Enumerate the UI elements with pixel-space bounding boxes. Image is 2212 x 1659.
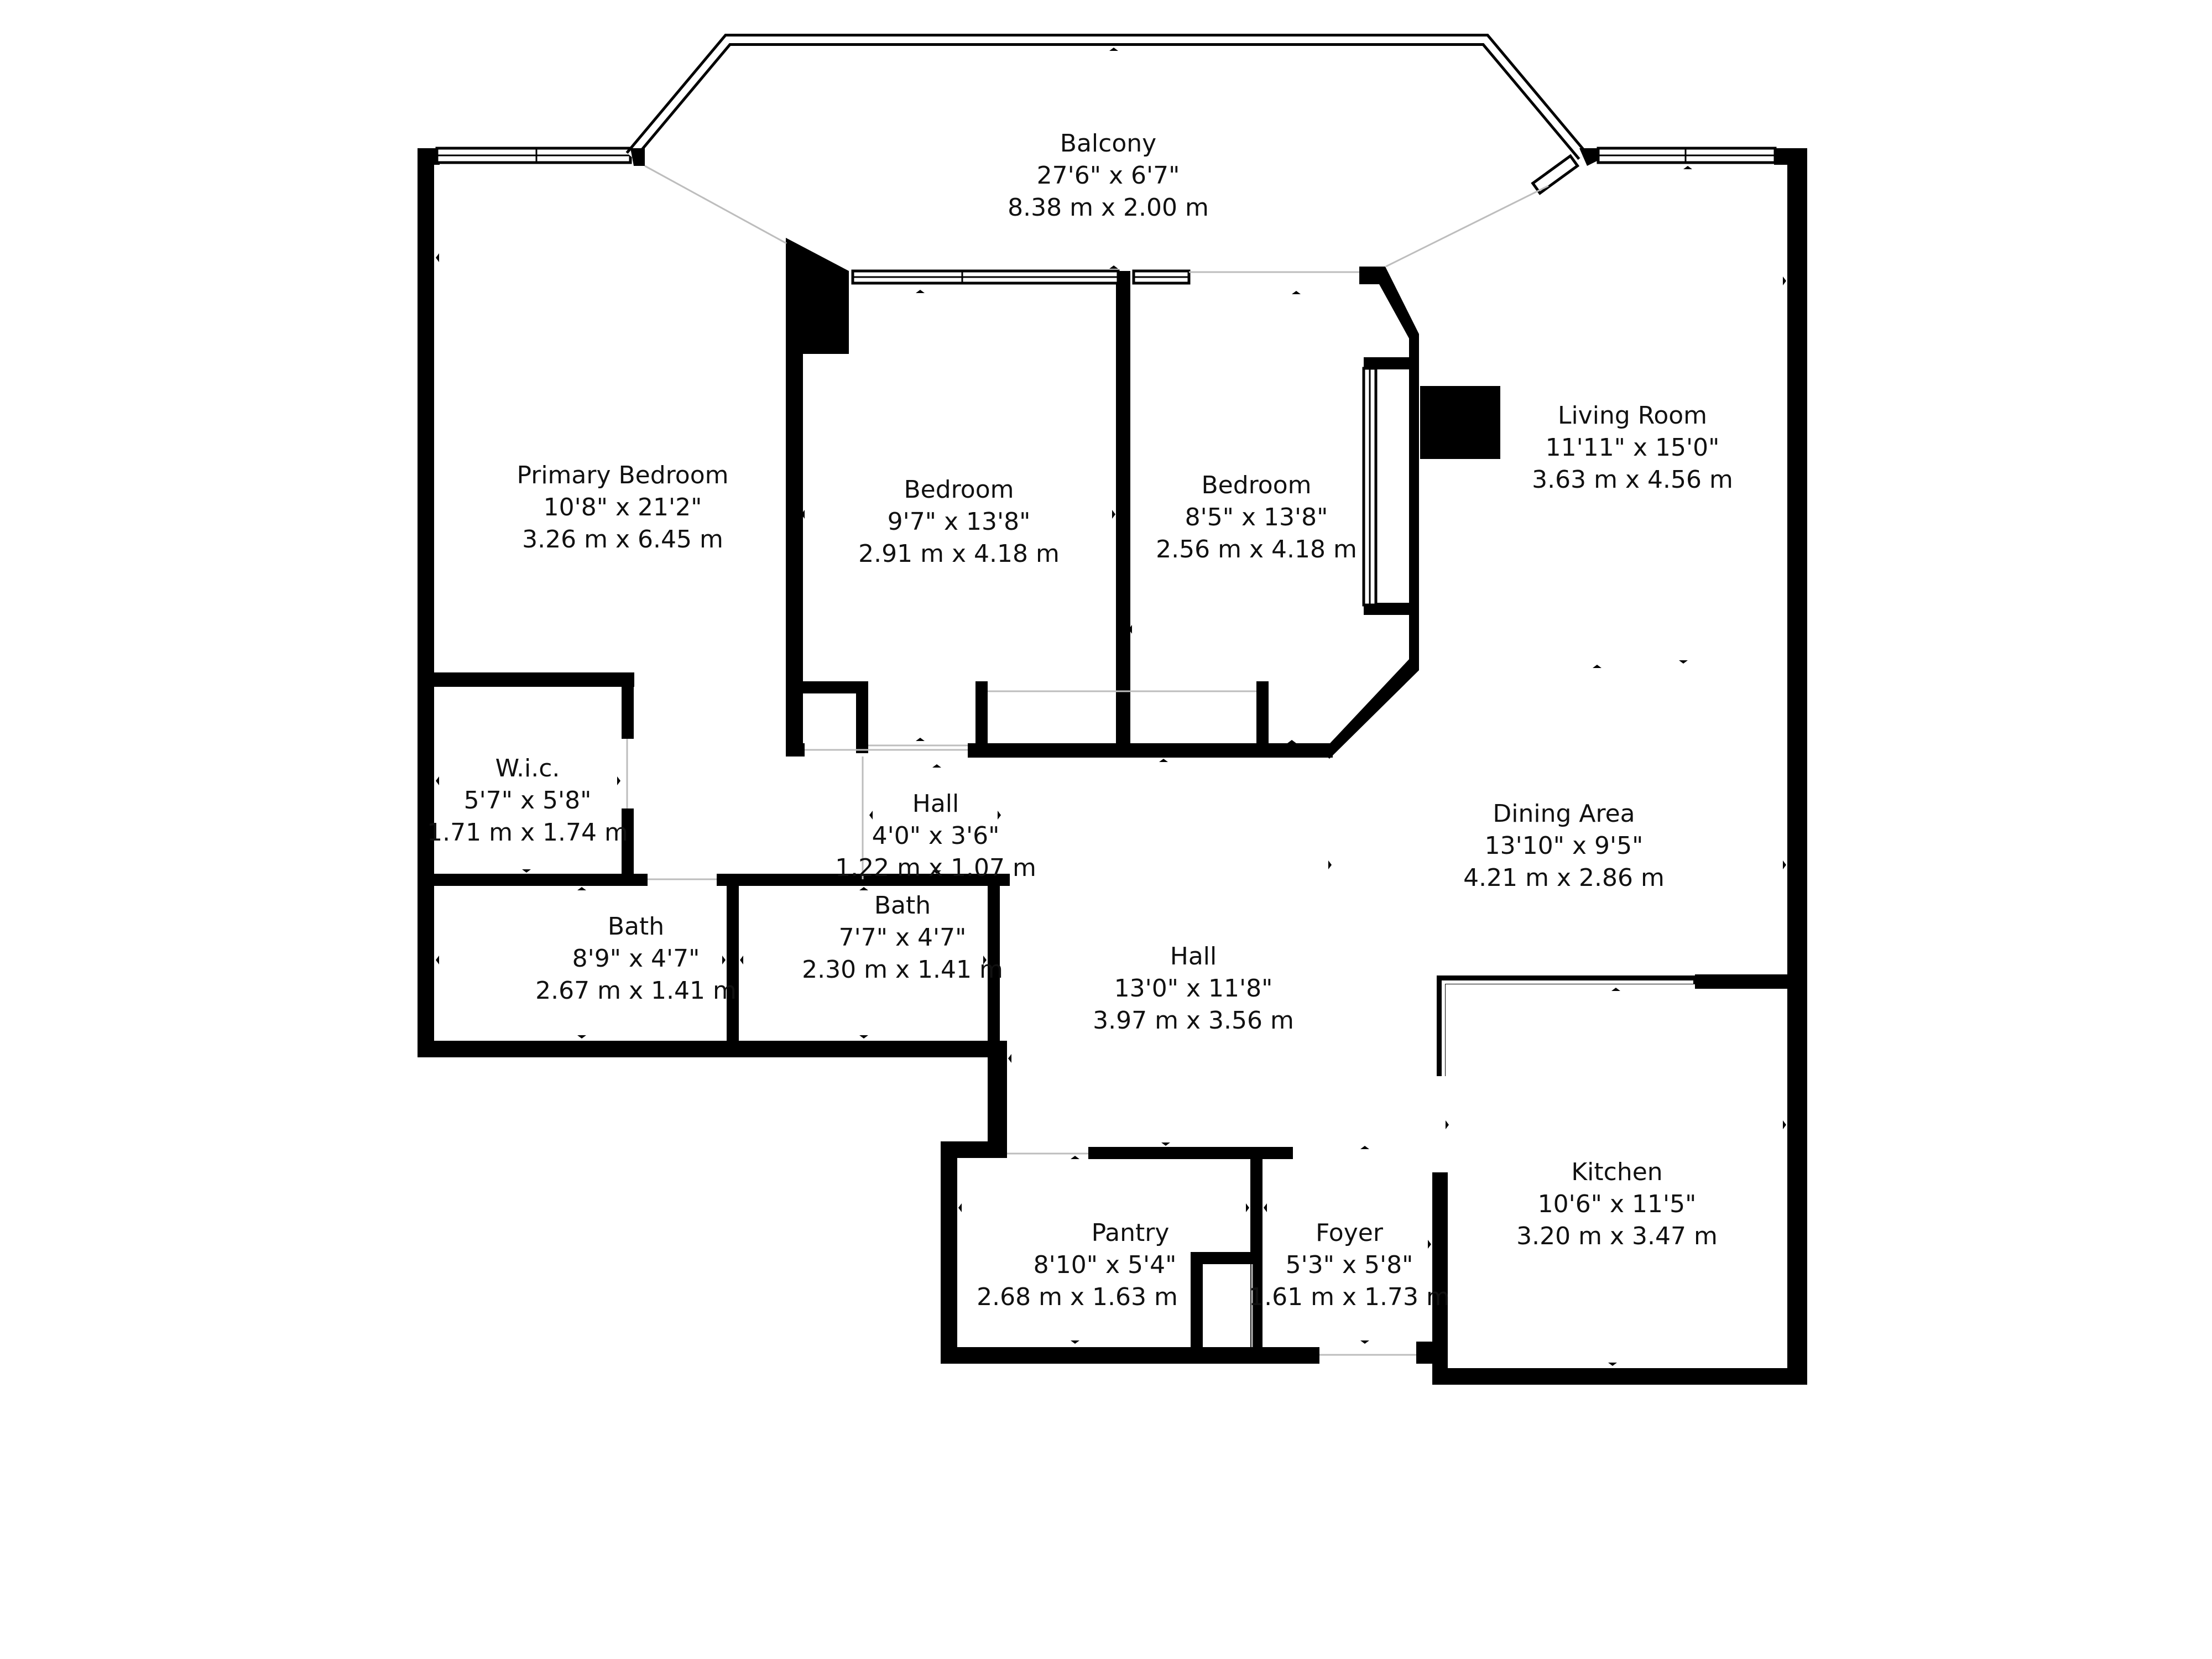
room-dimensions-imperial: 4'0" x 3'6"	[872, 822, 1000, 850]
wall-bedroom1-corner-block	[786, 238, 849, 757]
wall-kitchen-left	[1432, 1172, 1448, 1383]
wall-closet1-left	[975, 681, 988, 753]
room-dimensions-imperial: 8'9" x 4'7"	[572, 945, 700, 973]
room-label-living-room: Living Room 11'11" x 15'0" 3.63 m x 4.56…	[1532, 401, 1733, 494]
room-label-bedroom-2: Bedroom 8'5" x 13'8" 2.56 m x 4.18 m	[1156, 471, 1357, 564]
room-label-kitchen: Kitchen 10'6" x 11'5" 3.20 m x 3.47 m	[1516, 1158, 1718, 1250]
room-dimensions-imperial: 8'5" x 13'8"	[1185, 503, 1328, 531]
room-dimensions-metric: 1.22 m x 1.07 m	[835, 854, 1036, 882]
room-dimensions-imperial: 7'7" x 4'7"	[839, 924, 967, 952]
room-dimensions-imperial: 10'6" x 11'5"	[1538, 1190, 1697, 1218]
wall-kitchen-counter	[1437, 975, 1695, 1076]
room-dimensions-metric: 8.38 m x 2.00 m	[1008, 194, 1209, 222]
room-name: Bath	[874, 891, 931, 920]
room-dimensions-metric: 1.71 m x 1.74 m	[427, 818, 628, 847]
room-name: W.i.c.	[495, 754, 560, 782]
room-label-pantry: Pantry 8'10" x 5'4" 2.68 m x 1.63 m	[977, 1219, 1178, 1311]
room-label-foyer: Foyer 5'3" x 5'8" 1.61 m x 1.73 m	[1249, 1219, 1450, 1311]
room-dimensions-imperial: 11'11" x 15'0"	[1546, 434, 1720, 462]
room-name: Pantry	[1092, 1219, 1170, 1247]
wall-closet3-bottom	[1364, 603, 1419, 615]
room-dimensions-metric: 2.67 m x 1.41 m	[535, 977, 737, 1005]
room-dimensions-imperial: 27'6" x 6'7"	[1037, 161, 1180, 190]
dimension-ticks	[436, 48, 1786, 1366]
room-dimensions-metric: 1.61 m x 1.73 m	[1249, 1283, 1450, 1311]
room-name: Bedroom	[904, 476, 1014, 504]
wall-hall-closet-right	[856, 681, 868, 753]
room-name: Hall	[912, 790, 959, 818]
fireplace	[1420, 386, 1500, 459]
wall-closet2-right	[1256, 681, 1269, 753]
window-living-room	[1597, 147, 1777, 164]
room-dimensions-imperial: 13'0" x 11'8"	[1114, 974, 1273, 1003]
wall-hall-closet-top	[786, 681, 863, 693]
wall-bedroom-bottom	[968, 743, 1333, 758]
wall-bath2-right	[988, 874, 1000, 1056]
wall-top-right-corner	[1774, 148, 1807, 165]
wall-wic-right-top	[622, 672, 634, 739]
room-name: Kitchen	[1571, 1158, 1662, 1186]
room-dimensions-metric: 3.20 m x 3.47 m	[1516, 1222, 1718, 1250]
room-label-bath-1: Bath 8'9" x 4'7" 2.67 m x 1.41 m	[535, 912, 737, 1005]
wall-outer-left	[418, 148, 434, 1057]
room-dimensions-metric: 2.30 m x 1.41 m	[802, 956, 1003, 984]
room-label-hall-small: Hall 4'0" x 3'6" 1.22 m x 1.07 m	[835, 790, 1036, 882]
wall-pantry-closet-side	[1191, 1252, 1203, 1357]
room-label-hall-main: Hall 13'0" x 11'8" 3.97 m x 3.56 m	[1093, 942, 1294, 1035]
wall-kitchen-top	[1695, 974, 1794, 989]
wall-bath-top-right	[717, 874, 1010, 886]
room-name: Hall	[1170, 942, 1217, 971]
room-label-bath-2: Bath 7'7" x 4'7" 2.30 m x 1.41 m	[802, 891, 1003, 984]
openings	[626, 690, 1416, 1356]
wall-bath-top-left	[418, 874, 648, 886]
wall-bath-bottom	[418, 1041, 1007, 1057]
wall-closet3-top	[1364, 357, 1419, 369]
wall-bedroom-divider	[1116, 271, 1130, 757]
window-bedroom-2-side	[1362, 367, 1378, 607]
room-dimensions-metric: 2.91 m x 4.18 m	[858, 540, 1060, 568]
room-name: Primary Bedroom	[517, 461, 728, 489]
room-name: Balcony	[1060, 129, 1156, 158]
room-label-wic: W.i.c. 5'7" x 5'8" 1.71 m x 1.74 m	[427, 754, 628, 847]
walls	[418, 148, 1807, 1385]
room-dimensions-metric: 2.68 m x 1.63 m	[977, 1283, 1178, 1311]
room-name: Bath	[608, 912, 664, 941]
wall-wic-right-bottom	[622, 808, 634, 879]
room-label-balcony: Balcony 27'6" x 6'7" 8.38 m x 2.00 m	[1008, 129, 1209, 222]
window-bedroom-2	[1132, 269, 1191, 285]
wall-outer-right	[1787, 148, 1807, 1385]
wall-hall-left-lower	[988, 1041, 1007, 1150]
wall-pantry-closet-top	[1191, 1252, 1257, 1264]
wall-bedroom2-right-top	[1359, 267, 1419, 668]
wall-bedroom-bottom-left	[786, 743, 805, 757]
wall-pantry-left	[941, 1141, 957, 1364]
balcony-railing	[625, 34, 1598, 273]
room-dimensions-imperial: 5'3" x 5'8"	[1286, 1251, 1413, 1279]
room-dimensions-metric: 4.21 m x 2.86 m	[1463, 864, 1665, 892]
wall-pantry-top-right	[1088, 1147, 1293, 1159]
room-name: Living Room	[1558, 401, 1707, 430]
room-label-dining-area: Dining Area 13'10" x 9'5" 4.21 m x 2.86 …	[1463, 800, 1665, 892]
room-dimensions-imperial: 9'7" x 13'8"	[888, 508, 1031, 536]
room-dimensions-imperial: 5'7" x 5'8"	[464, 786, 592, 815]
window-bedroom-1	[851, 269, 1120, 285]
room-name: Foyer	[1316, 1219, 1384, 1247]
room-label-bedroom-1: Bedroom 9'7" x 13'8" 2.91 m x 4.18 m	[858, 476, 1060, 568]
wall-bath-divider	[727, 874, 739, 1056]
room-label-primary-bedroom: Primary Bedroom 10'8" x 21'2" 3.26 m x 6…	[517, 461, 728, 554]
window-primary-bedroom	[435, 147, 632, 164]
room-dimensions-metric: 3.26 m x 6.45 m	[522, 525, 723, 554]
room-dimensions-metric: 2.56 m x 4.18 m	[1156, 535, 1357, 564]
room-dimensions-imperial: 10'8" x 21'2"	[544, 493, 702, 521]
wall-bedroom2-chamfer	[1322, 658, 1419, 759]
room-name: Dining Area	[1493, 800, 1635, 828]
room-dimensions-metric: 3.63 m x 4.56 m	[1532, 466, 1733, 494]
wall-kitchen-bottom	[1432, 1368, 1807, 1385]
wall-pantry-bottom	[941, 1347, 1319, 1364]
room-dimensions-imperial: 13'10" x 9'5"	[1485, 832, 1644, 860]
room-dimensions-metric: 3.97 m x 3.56 m	[1093, 1006, 1294, 1035]
room-dimensions-imperial: 8'10" x 5'4"	[1034, 1251, 1177, 1279]
room-name: Bedroom	[1201, 471, 1311, 499]
